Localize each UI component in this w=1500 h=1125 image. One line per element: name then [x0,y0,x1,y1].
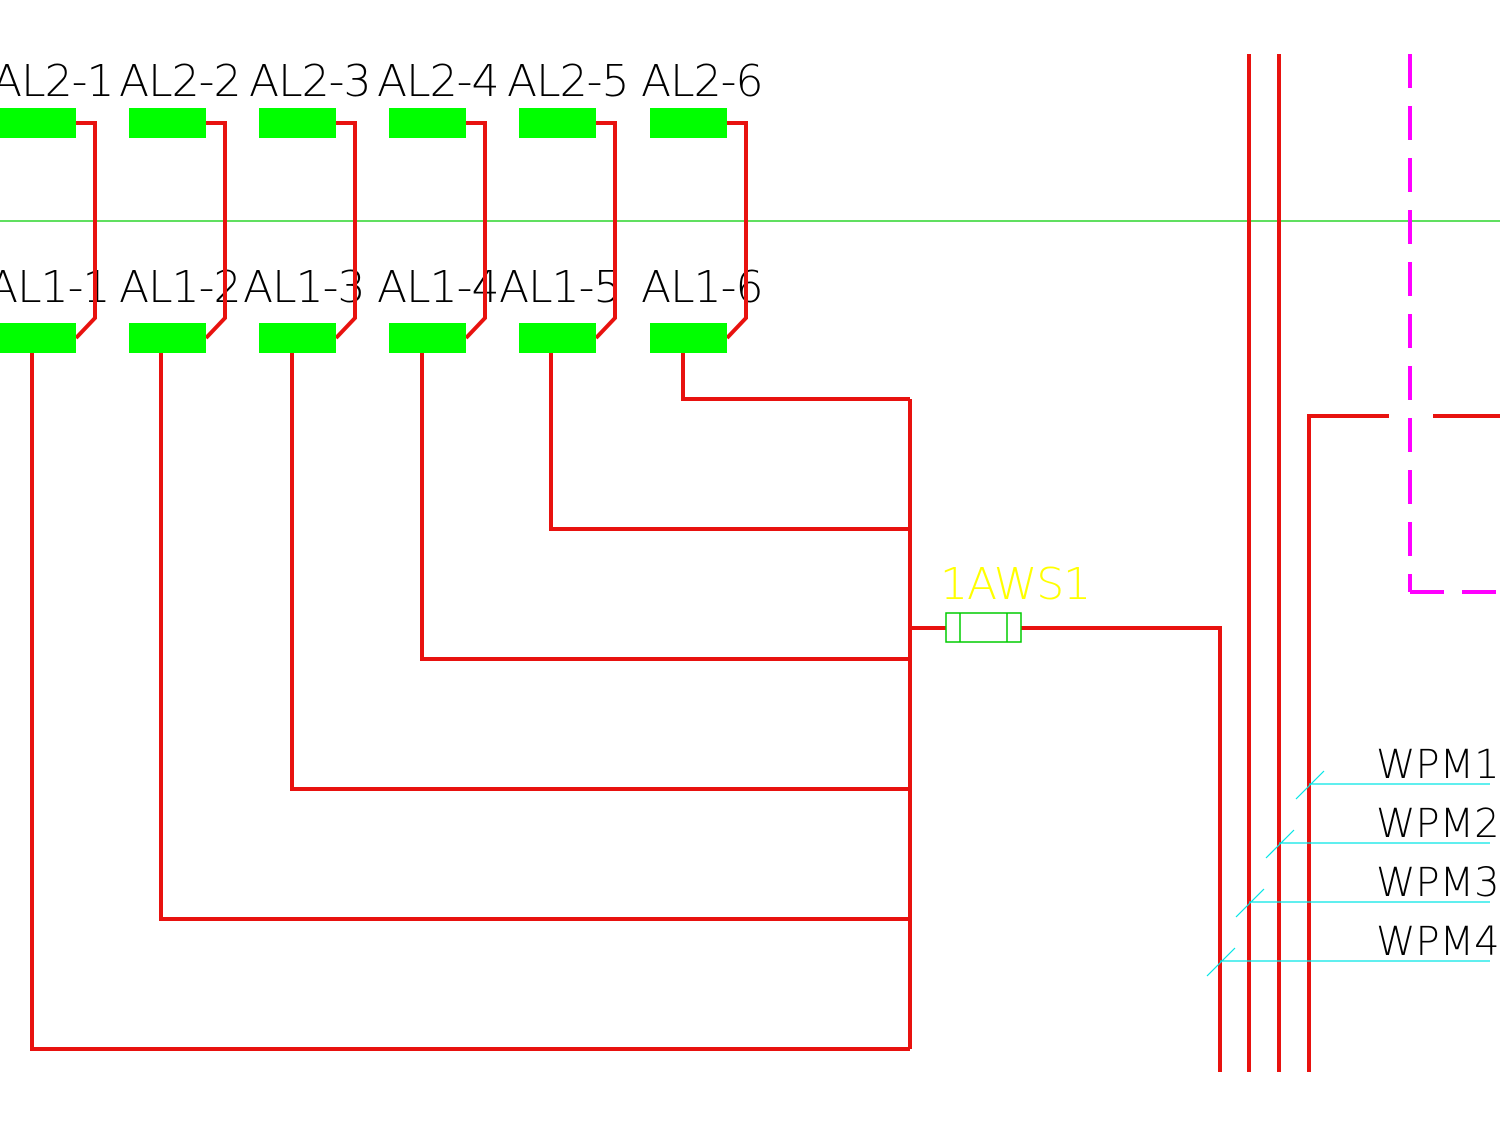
loop-wire-2 [204,121,227,340]
nodes [0,108,727,353]
label-al1-3: AL1-3 [243,262,364,313]
node-al2-4 [389,108,466,138]
label-al1-5: AL1-5 [499,262,620,313]
feeder-wire-1 [30,353,910,1051]
label-wpm3: WPM3 [1376,860,1500,906]
device-label: 1AWS1 [940,559,1090,610]
label-al2-2: AL2-2 [119,56,240,107]
label-al2-4: AL2-4 [377,56,498,107]
wires [30,54,1500,1072]
device-body [945,612,1022,643]
label-al2-5: AL2-5 [507,56,628,107]
node-al1-5 [519,323,596,353]
bottom-labels: AL1-1 AL1-2 AL1-3 AL1-4 AL1-5 AL1-6 [0,262,763,313]
label-wpm1: WPM1 [1376,742,1500,788]
node-al2-5 [519,108,596,138]
loop-wire-6 [725,121,748,340]
tick-wpm3 [1235,888,1265,918]
label-al2-1: AL2-1 [0,56,113,107]
node-al2-6 [650,108,727,138]
label-al1-2: AL1-2 [119,262,240,313]
device-1aws1: 1AWS1 [940,559,1091,643]
loop-wire-5 [594,121,617,340]
device-to-riser-wire [1021,626,1222,1072]
tick-wpm4 [1206,947,1236,977]
top-labels: AL2-1 AL2-2 AL2-3 AL2-4 AL2-5 AL2-6 [0,56,763,107]
label-al2-6: AL2-6 [641,56,762,107]
loop-wire-3 [334,121,357,340]
label-al1-1: AL1-1 [0,262,109,313]
feeder-wire-2 [159,353,910,921]
node-al2-3 [259,108,336,138]
label-al2-3: AL2-3 [249,56,370,107]
label-wpm2: WPM2 [1376,801,1500,847]
loop-wire-1 [74,121,97,340]
feeder-wire-6 [681,353,910,401]
wpm-labels: WPM1 WPM2 WPM3 WPM4 [1376,742,1500,965]
label-al1-4: AL1-4 [377,262,498,313]
node-al2-2 [129,108,206,138]
node-al1-1 [0,323,76,353]
wpm-leaders [1206,770,1490,977]
tick-wpm1 [1295,770,1325,800]
node-al2-1 [0,108,76,138]
feeder-wire-5 [549,353,910,531]
loop-wire-4 [464,121,487,340]
node-al1-3 [259,323,336,353]
tick-wpm2 [1265,829,1295,859]
node-al1-6 [650,323,727,353]
node-al1-2 [129,323,206,353]
feeder-wire-4 [420,353,910,661]
node-al1-4 [389,323,466,353]
label-wpm4: WPM4 [1376,919,1500,965]
feeder-wire-3 [290,353,910,791]
label-al1-6: AL1-6 [641,262,762,313]
dashed-boundary [1408,54,1500,594]
riser-wire-3 [1307,414,1389,1072]
